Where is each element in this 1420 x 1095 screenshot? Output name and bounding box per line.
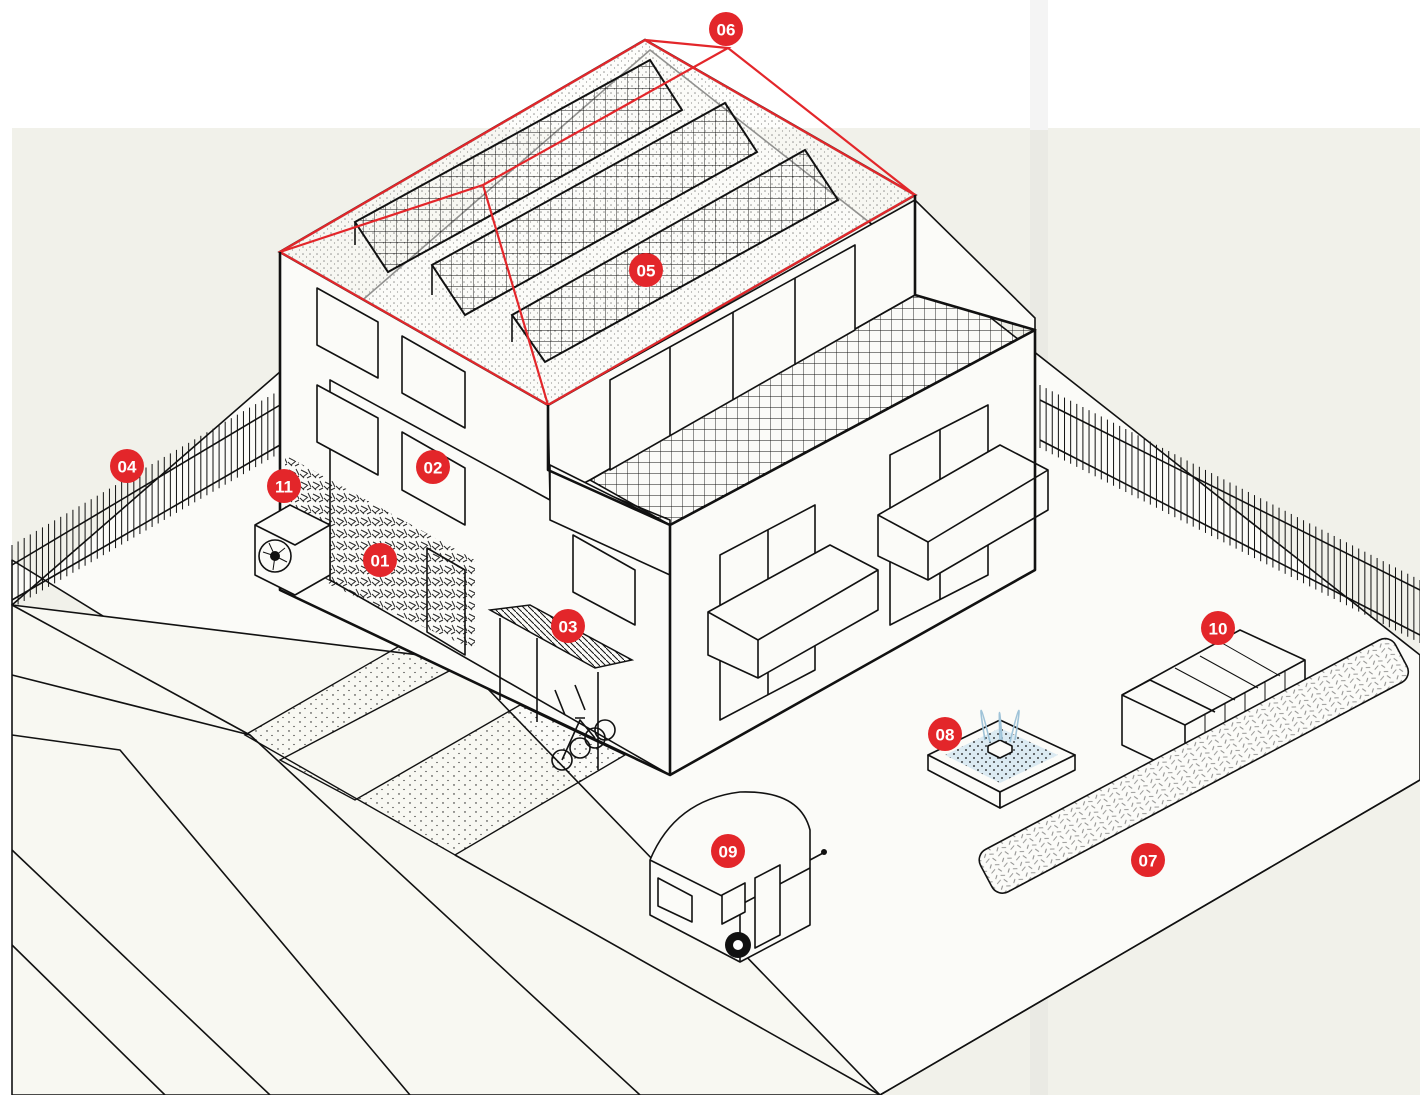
fence-right: [1039, 385, 1420, 643]
marker-06[interactable]: 06: [709, 12, 743, 46]
marker-10[interactable]: 10: [1201, 611, 1235, 645]
caravan: [649, 791, 827, 963]
plot-edge-right-2: [879, 779, 1420, 1095]
marker-badge: [1131, 843, 1165, 877]
page-gutter-top: [1030, 0, 1048, 130]
marker-badge: [709, 12, 743, 46]
marker-08[interactable]: 08: [928, 717, 962, 751]
upper-glazing: [609, 244, 856, 471]
plot-edge-right: [454, 854, 881, 1095]
marker-badge: [416, 450, 450, 484]
marker-05[interactable]: 05: [629, 253, 663, 287]
planting-bed: [978, 637, 1410, 894]
marker-04[interactable]: 04: [110, 449, 144, 483]
marker-02[interactable]: 02: [416, 450, 450, 484]
marker-badge: [110, 449, 144, 483]
marker-07[interactable]: 07: [1131, 843, 1165, 877]
balconies: [707, 444, 1049, 679]
marker-badge: [711, 834, 745, 868]
plot-edge-left: [11, 604, 251, 736]
house-edge-ridge: [546, 405, 671, 527]
curb-line-4: [11, 944, 166, 1095]
marker-badge: [928, 717, 962, 751]
curb-line-2: [11, 734, 411, 1095]
fence-left: [11, 390, 281, 608]
marker-09[interactable]: 09: [711, 834, 745, 868]
marker-01[interactable]: 01: [363, 543, 397, 577]
fountain-pond: [927, 709, 1076, 809]
marker-11[interactable]: 11: [267, 469, 301, 503]
heat-pump: [254, 504, 331, 596]
marker-badge: [551, 609, 585, 643]
marker-badge: [1201, 611, 1235, 645]
house: [277, 38, 1049, 777]
marker-badge: [629, 253, 663, 287]
house-edge-back: [913, 195, 1036, 332]
marker-03[interactable]: 03: [551, 609, 585, 643]
marker-badge: [267, 469, 301, 503]
bicycle-icon: [551, 684, 616, 771]
curb-line-3: [11, 849, 271, 1095]
marker-badge: [363, 543, 397, 577]
